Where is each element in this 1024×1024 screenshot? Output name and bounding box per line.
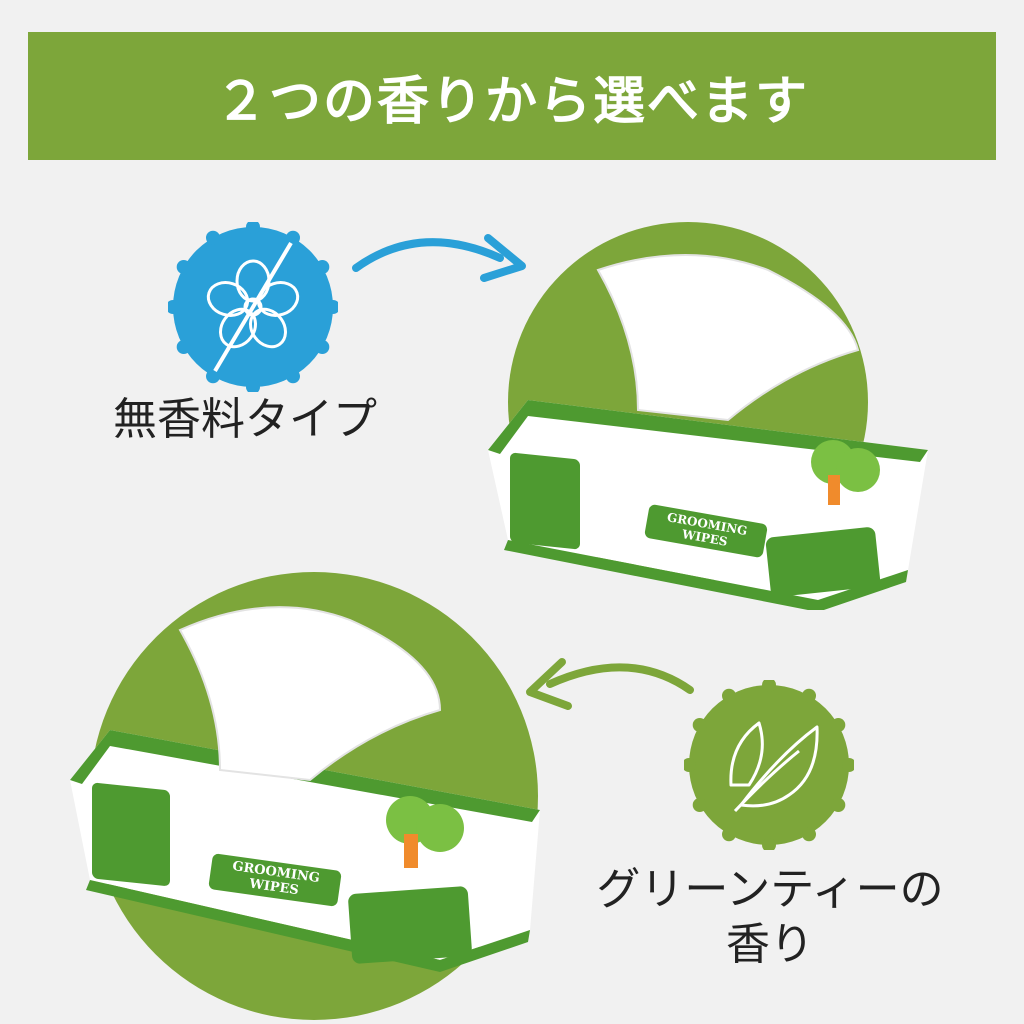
- no-fragrance-flower-icon: [168, 222, 338, 392]
- wipes-pack-image: [488, 254, 928, 612]
- unscented-label: 無香料タイプ: [113, 394, 377, 445]
- banner-title: ２つの香りから選べます: [214, 71, 809, 132]
- arrow-right-icon: [352, 234, 526, 282]
- green-tea-label-line1: グリーンティーの: [596, 864, 944, 915]
- product-pack-unscented: GROOMING WIPES: [488, 250, 938, 612]
- green-tea-label-line2: 香り: [726, 919, 814, 970]
- wipes-pack-image: [70, 606, 540, 972]
- leaf-icon: [684, 680, 854, 850]
- title-banner: ２つの香りから選べます: [28, 32, 996, 160]
- arrow-left-icon: [526, 658, 694, 710]
- green-tea-label: グリーンティーの 香り: [560, 862, 980, 972]
- product-pack-green-tea: GROOMING WIPES: [70, 600, 550, 980]
